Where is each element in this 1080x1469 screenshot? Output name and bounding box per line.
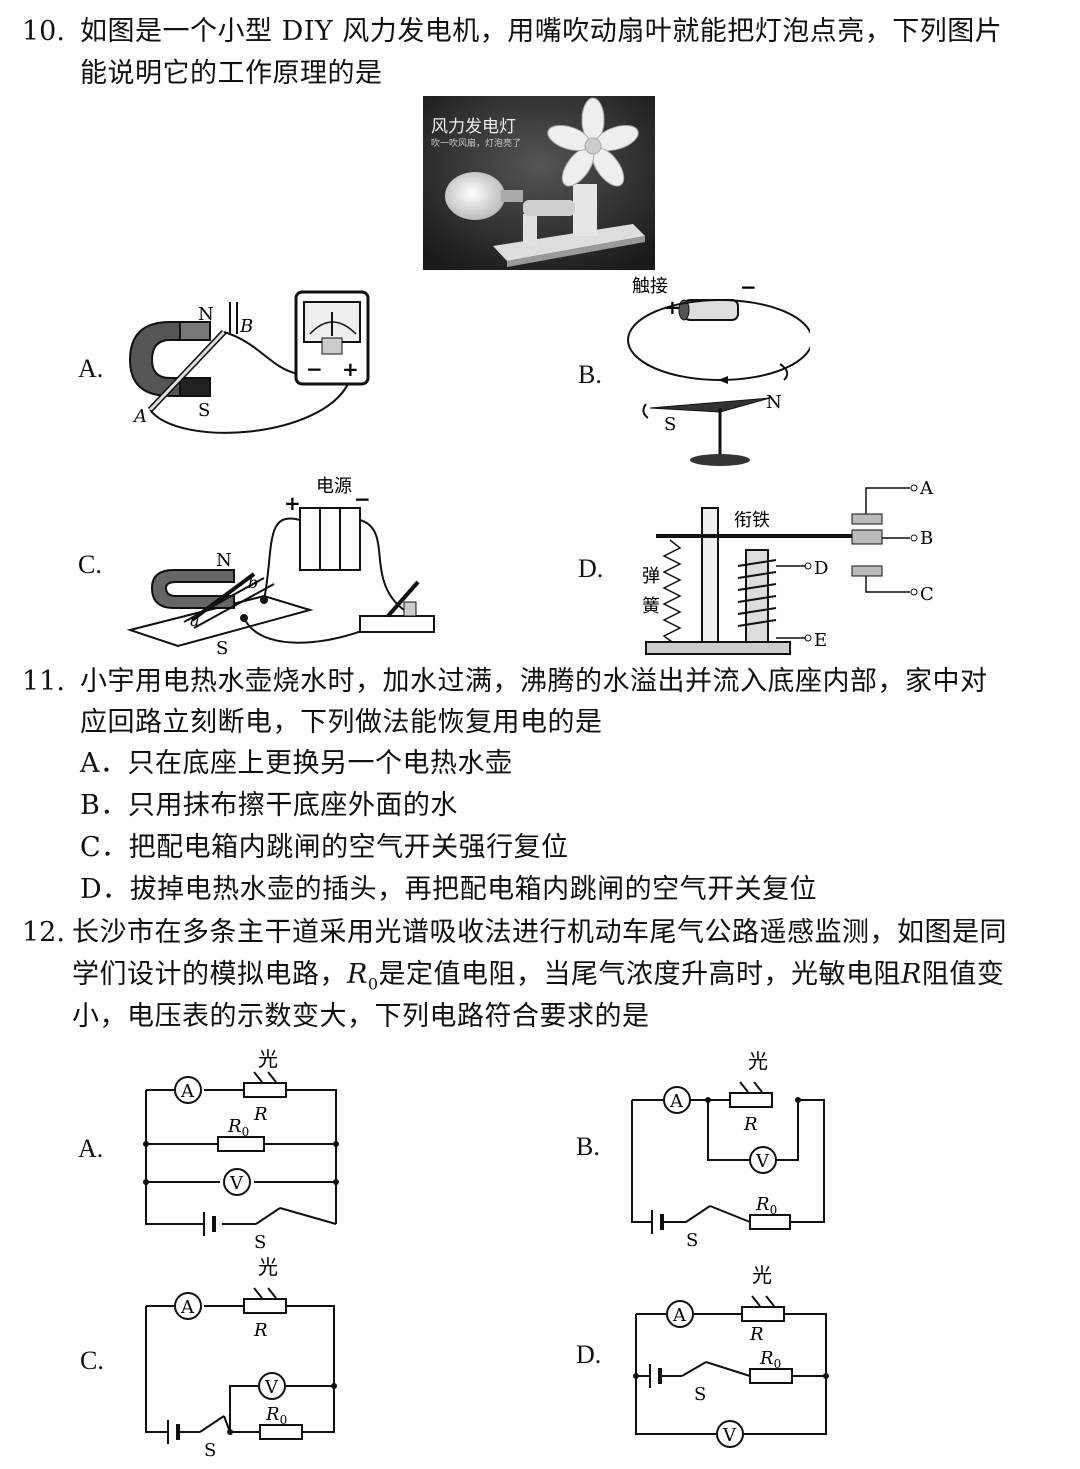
q10-number: 10. xyxy=(22,16,65,47)
circuit-b-ammeter: A xyxy=(669,1091,684,1112)
circuit-b-switch: S xyxy=(686,1230,698,1251)
circuit-c-ammeter: A xyxy=(180,1297,195,1318)
photo-subtitle: 吹一吹风扇，灯泡亮了 xyxy=(431,139,522,149)
fig-d-spring1: 弹 xyxy=(642,566,660,587)
fig-c-N: N xyxy=(216,550,232,571)
fig-c-b: b xyxy=(248,573,258,592)
circuit-c-switch: S xyxy=(204,1440,216,1461)
circuit-d-switch: S xyxy=(694,1384,706,1405)
q11-choice-b: B．只用抹布擦干底座外面的水 xyxy=(80,790,458,821)
q11-choice-d: D．拔掉电热水壶的插头，再把配电箱内跳闸的空气开关复位 xyxy=(80,874,818,905)
q12-option-c-label: C. xyxy=(80,1346,104,1375)
q10-option-c-label: C. xyxy=(78,550,102,579)
fig-d-B: B xyxy=(920,528,933,549)
circuit-d-light: 光 xyxy=(752,1263,772,1287)
fig-c-power: 电源 xyxy=(316,476,352,497)
q12-option-b-label: B. xyxy=(576,1132,600,1161)
fig-c-S: S xyxy=(216,638,228,659)
circuit-a-ammeter: A xyxy=(180,1081,195,1102)
q11-text-line2: 应回路立刻断电，下列做法能恢复用电的是 xyxy=(80,707,603,738)
q10-option-b-label: B. xyxy=(578,360,602,389)
q11-number: 11. xyxy=(22,666,65,697)
q10-option-d-label: D. xyxy=(578,554,604,583)
fig-b-S: S xyxy=(664,414,676,435)
circuit-a-light: 光 xyxy=(258,1047,278,1071)
fig-a-S: S xyxy=(198,400,210,421)
fig-d-A: A xyxy=(919,478,934,499)
circuit-b-voltmeter: V xyxy=(755,1151,770,1172)
q10-option-a-label: A. xyxy=(78,354,104,383)
q12-option-a-label: A. xyxy=(78,1134,104,1163)
fig-b-touch: 触接 xyxy=(632,276,668,297)
fig-c-minus: − xyxy=(354,487,371,511)
fig-b-plus: + xyxy=(664,295,681,319)
fig-d-armature: 衔铁 xyxy=(734,510,770,531)
q12-number: 12. xyxy=(22,917,65,948)
circuit-d-R0: R0 xyxy=(759,1348,781,1371)
q12-text-line2: 学们设计的模拟电路，R0是定值电阻，当尾气浓度升高时，光敏电阻R阻值变 xyxy=(72,955,1004,1004)
q10-figure-c-motor: 电源 + − N S a b xyxy=(126,476,435,659)
q10-text-line1: 如图是一个小型 DIY 风力发电机，用嘴吹动扇叶就能把灯泡点亮，下列图片 xyxy=(80,16,1003,47)
photo-title: 风力发电灯 xyxy=(431,117,516,137)
circuit-c-R: R xyxy=(253,1320,268,1341)
q12-line2-part2: 是定值电阻，当尾气浓度升高时，光敏电阻 xyxy=(378,959,902,990)
q12-circuit-a: A 光 R R0 V S xyxy=(143,1047,339,1250)
q10-figure-d-relay: 衔铁 弹 簧 D E A B C xyxy=(642,478,934,655)
q11-choice-c: C．把配电箱内跳闸的空气开关强行复位 xyxy=(80,832,569,863)
fig-d-C: C xyxy=(920,584,934,605)
meter-minus: − xyxy=(306,357,323,381)
q12-line2-part1: 学们设计的模拟电路， xyxy=(72,959,347,990)
q12-text-line3: 小，电压表的示数变大，下列电路符合要求的是 xyxy=(72,1001,650,1032)
q12-R-symbol: R xyxy=(901,959,922,990)
circuit-a-R0: R0 xyxy=(227,1116,249,1139)
circuit-d-voltmeter: V xyxy=(722,1425,737,1446)
circuit-c-voltmeter: V xyxy=(264,1377,279,1398)
q11-text-line1: 小宇用电热水壶烧水时，加水过满，沸腾的水溢出并流入底座内部，家中对 xyxy=(80,666,988,697)
circuit-b-light: 光 xyxy=(748,1049,768,1073)
circuit-a-R: R xyxy=(253,1104,268,1125)
q12-text-line1: 长沙市在多条主干道采用光谱吸收法进行机动车尾气公路遥感监测，如图是同 xyxy=(72,917,1007,948)
fig-b-N: N xyxy=(766,392,782,413)
q12-R0-sub: 0 xyxy=(367,974,379,994)
circuit-d-ammeter: A xyxy=(672,1305,687,1326)
q12-line2-part3: 阻值变 xyxy=(921,959,1005,990)
circuit-a-voltmeter: V xyxy=(229,1173,244,1194)
q10-text-line2: 能说明它的工作原理的是 xyxy=(80,58,383,89)
q12-circuit-d: A 光 R R0 V S xyxy=(633,1263,829,1448)
circuit-d-R: R xyxy=(749,1324,764,1345)
fig-d-spring2: 簧 xyxy=(642,596,660,617)
circuit-c-light: 光 xyxy=(258,1255,278,1279)
fig-d-E: E xyxy=(814,630,827,651)
circuit-c-R0: R0 xyxy=(265,1404,287,1427)
fig-a-B: B xyxy=(239,316,253,337)
q12-circuit-b: A 光 R V R0 S xyxy=(631,1049,825,1251)
fig-b-minus: − xyxy=(740,275,757,299)
q12-circuit-c: A 光 R V R0 S xyxy=(145,1255,337,1461)
wind-generator-photo: 风力发电灯 吹一吹风扇，灯泡亮了 xyxy=(423,96,655,270)
fig-c-a: a xyxy=(190,611,200,630)
fig-c-plus: + xyxy=(284,491,301,515)
circuit-a-switch: S xyxy=(254,1232,266,1250)
fig-a-N: N xyxy=(198,304,214,325)
circuit-b-R: R xyxy=(743,1114,758,1135)
q10-figure-b-oersted: 触接 + − S N xyxy=(627,275,810,466)
fig-d-D: D xyxy=(814,558,828,579)
q12-R0-symbol: R xyxy=(347,959,368,990)
q11-choice-a: A．只在底座上更换另一个电热水壶 xyxy=(80,748,513,779)
q10-figure-a-galvanometer: − + N S A B xyxy=(128,290,370,434)
meter-plus: + xyxy=(342,357,359,381)
q12-option-d-label: D. xyxy=(576,1340,602,1369)
circuit-b-R0: R0 xyxy=(755,1194,777,1217)
fig-a-A: A xyxy=(132,406,147,427)
